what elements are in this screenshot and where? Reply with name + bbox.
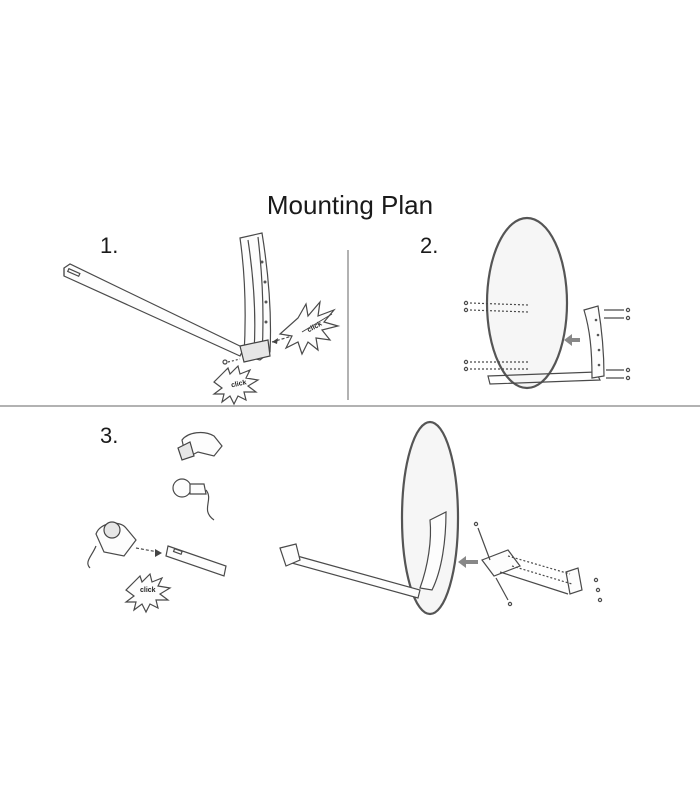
support-arm-end (165, 545, 227, 577)
clamp-plate (565, 567, 583, 595)
support-arm (287, 553, 421, 599)
mast-bracket (583, 305, 605, 379)
mounting-plate (481, 549, 521, 577)
click-text: click (231, 379, 248, 389)
dish-reflector (400, 420, 460, 616)
arrow-icon (155, 549, 162, 557)
click-text: click (140, 587, 156, 594)
arrow-icon (564, 334, 572, 346)
click-burst (212, 364, 260, 406)
step-3-illustration: click (87, 420, 603, 616)
diagram-title: Mounting Plan (266, 190, 434, 220)
step-2-illustration (463, 216, 631, 390)
click-burst (124, 572, 172, 614)
mast-bracket (419, 511, 447, 591)
step-2-number: 2. (420, 233, 439, 258)
arrow-icon (458, 556, 466, 568)
step-1-illustration: click click (63, 232, 341, 406)
lnb (172, 478, 192, 498)
step-3-number: 3. (100, 423, 119, 448)
lnb-holder (279, 543, 301, 567)
support-arm (63, 263, 245, 357)
step-1-number: 1. (100, 233, 119, 258)
support-arm (487, 371, 601, 385)
